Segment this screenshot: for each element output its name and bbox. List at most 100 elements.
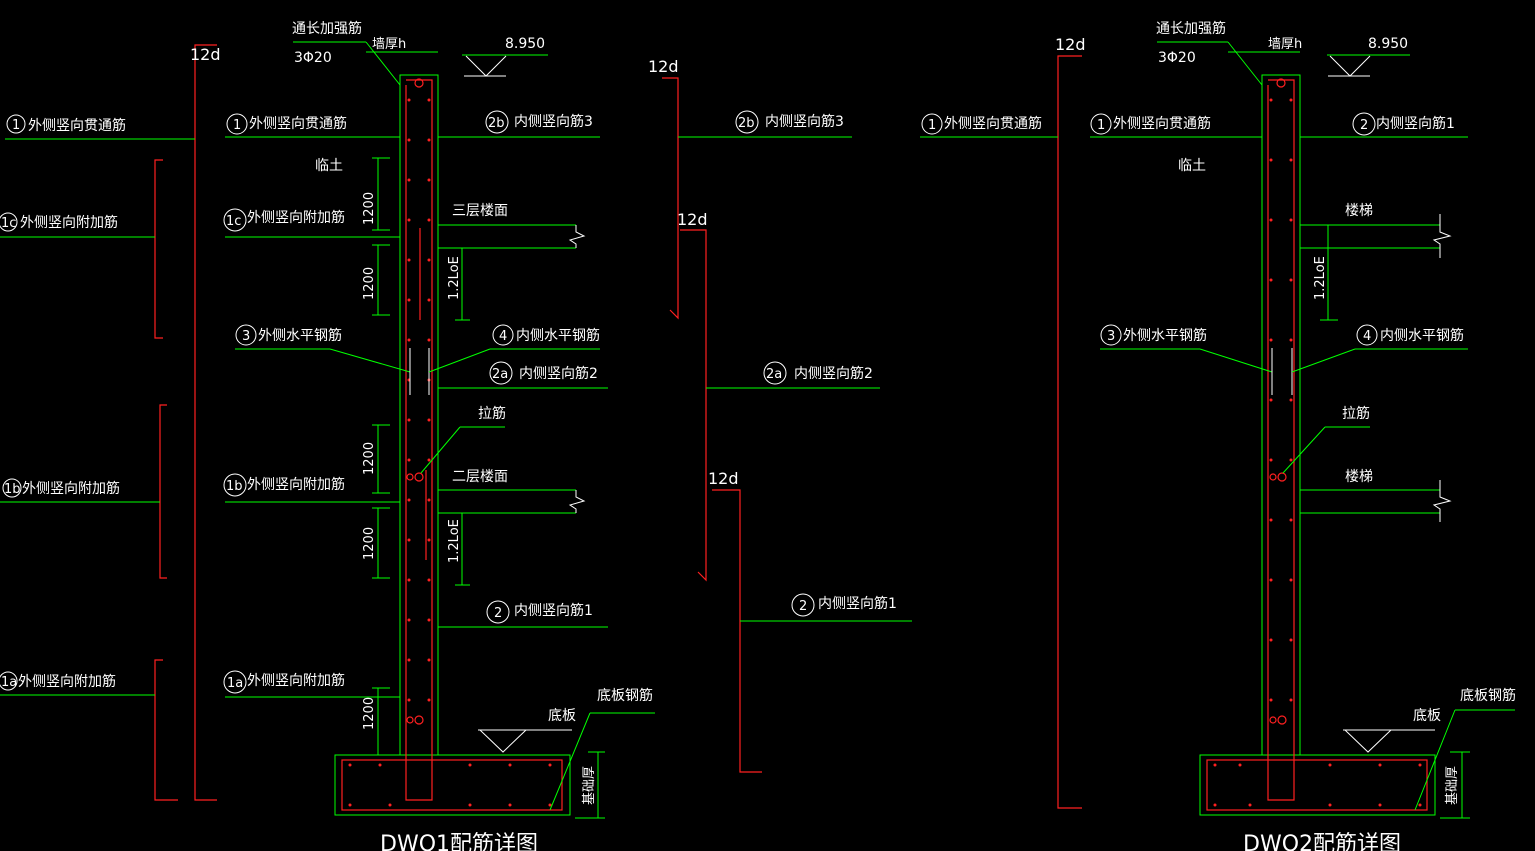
dwq2-title: DWQ2配筋详图 — [1243, 832, 1401, 851]
dwq1-base-thk: 基础厚 — [582, 766, 597, 805]
dwq2-elevation: 8.950 — [1368, 36, 1408, 52]
dwq2-top-bar-label: 通长加强筋 — [1156, 20, 1226, 37]
dwq2-lae: 1.2LoE — [1313, 256, 1328, 300]
dwq1-top-bar-label: 通长加强筋 — [292, 20, 362, 37]
dwq1-floor3: 三层楼面 — [452, 203, 508, 219]
dwq2-rebar-cage — [1267, 79, 1295, 801]
dwq1-wall-thk: 墙厚h — [372, 37, 406, 52]
dwq1-elevation: 8.950 — [505, 36, 545, 52]
dwq1-detail: 通长加强筋 3Φ20 墙厚h 8.950 1 外侧竖向贯通筋 2b 内侧竖向筋3… — [223, 20, 655, 851]
dim-12d-mid-c: 12d — [708, 469, 739, 488]
dwq2-slab-rebar: 底板钢筋 — [1460, 687, 1516, 704]
label-left-1b: 外侧竖向附加筋 — [22, 480, 120, 497]
dwq1-label-2a: 内侧竖向筋2 — [519, 365, 598, 382]
dwq2-wall-thk: 墙厚h — [1268, 37, 1302, 52]
dwq2-slab: 底板 — [1413, 708, 1441, 724]
svg-text:1a: 1a — [1, 675, 17, 690]
label-left-1: 外侧竖向贯通筋 — [28, 117, 126, 134]
svg-text:1c: 1c — [1, 216, 16, 231]
svg-text:1b: 1b — [226, 479, 243, 494]
mid-label-2b: 内侧竖向筋3 — [765, 113, 844, 130]
svg-text:2: 2 — [494, 606, 502, 621]
svg-text:2b: 2b — [488, 116, 505, 131]
svg-text:4: 4 — [499, 329, 507, 344]
dwq1-foundation — [334, 754, 571, 816]
svg-text:2a: 2a — [492, 367, 508, 382]
dwq2-stair-a: 楼梯 — [1345, 203, 1373, 219]
svg-text:1200: 1200 — [362, 697, 377, 730]
dwq2-base-thk: 基础厚 — [1445, 766, 1460, 805]
dwq2-label-1: 外侧竖向贯通筋 — [1113, 115, 1211, 132]
dwq1-label-4: 内侧水平钢筋 — [516, 327, 600, 344]
svg-text:1: 1 — [233, 118, 241, 133]
dwq2-stair-b: 楼梯 — [1345, 469, 1373, 485]
dwq2-top-bar-spec: 3Φ20 — [1158, 50, 1196, 66]
dwq2-ghost-label-1: 外侧竖向贯通筋 — [944, 115, 1042, 132]
rebar-1-ghost — [194, 44, 217, 801]
dwq2-ghost-group: 12d 1 外侧竖向贯通筋 — [920, 35, 1086, 809]
dwq1-horiz-bars — [348, 98, 552, 807]
dwq1-floor2: 二层楼面 — [452, 469, 508, 485]
rebar-1-ghost-right — [1057, 55, 1082, 809]
dwq1-top-bar-spec: 3Φ20 — [294, 50, 332, 66]
dwq2-tie: 拉筋 — [1342, 405, 1370, 422]
dwq1-rebar-cage — [405, 79, 433, 801]
dwq1-wall — [399, 74, 439, 755]
dwq2-soil: 临土 — [1178, 158, 1206, 174]
dwq1-label-2: 内侧竖向筋1 — [514, 602, 593, 619]
label-left-1a: 外侧竖向附加筋 — [18, 673, 116, 690]
svg-text:3: 3 — [242, 329, 250, 344]
dwq1-label-1c: 外侧竖向附加筋 — [247, 209, 345, 226]
dim-12d-right: 12d — [1055, 35, 1086, 54]
rebar-1a-ghost — [154, 659, 178, 801]
mid-label-2a: 内侧竖向筋2 — [794, 365, 873, 382]
dwq1-label-1b: 外侧竖向附加筋 — [247, 476, 345, 493]
dwq1-title: DWQ1配筋详图 — [380, 832, 538, 851]
svg-text:1c: 1c — [226, 214, 241, 229]
rebar-2-ghost — [712, 489, 762, 773]
dwq2-wall — [1261, 74, 1301, 755]
marker-1-left — [6, 114, 26, 134]
svg-text:4: 4 — [1363, 329, 1371, 344]
rebar-1b-ghost — [159, 404, 167, 579]
rebar-2a-ghost — [680, 229, 707, 582]
dwq1-label-1a: 外侧竖向附加筋 — [247, 672, 345, 689]
svg-text:1b: 1b — [4, 482, 21, 497]
left-ghost-group: 12d 1 外侧竖向贯通筋 1c 外侧竖向附加筋 1b 外侧竖向附加筋 1a 外… — [0, 44, 221, 801]
svg-text:3: 3 — [1107, 329, 1115, 344]
svg-text:1a: 1a — [227, 676, 243, 691]
svg-text:1200: 1200 — [362, 527, 377, 560]
rebar-2b-ghost — [662, 77, 679, 320]
dwq1-label-3: 外侧水平钢筋 — [258, 327, 342, 344]
svg-text:2b: 2b — [738, 116, 755, 131]
mid-label-2: 内侧竖向筋1 — [818, 595, 897, 612]
dwq2-label-3: 外侧水平钢筋 — [1123, 327, 1207, 344]
dwq1-label-1: 外侧竖向贯通筋 — [249, 115, 347, 132]
dwq1-slab-rebar: 底板钢筋 — [597, 687, 653, 704]
svg-text:1200: 1200 — [362, 267, 377, 300]
label-left-1c: 外侧竖向附加筋 — [20, 214, 118, 231]
dwq2-label-4: 内侧水平钢筋 — [1380, 327, 1464, 344]
dwq2-detail: 通长加强筋 3Φ20 墙厚h 8.950 1 外侧竖向贯通筋 2 内侧竖向筋1 … — [1090, 20, 1516, 851]
dwq1-slab: 底板 — [548, 708, 576, 724]
dwq1-soil: 临土 — [315, 158, 343, 174]
svg-text:1200: 1200 — [362, 442, 377, 475]
dwq1-dim-1200-a: 1200 — [362, 192, 377, 225]
dim-12d-left: 12d — [190, 45, 221, 64]
dwq2-label-2: 内侧竖向筋1 — [1376, 115, 1455, 132]
svg-text:2a: 2a — [766, 367, 782, 382]
rebar-1c-ghost — [154, 159, 163, 339]
dwq2-foundation — [1199, 754, 1436, 816]
dwq1-label-2b: 内侧竖向筋3 — [514, 113, 593, 130]
svg-text:2: 2 — [1360, 118, 1368, 133]
svg-text:1: 1 — [1097, 118, 1105, 133]
dwq2-horiz-bars — [1213, 98, 1422, 807]
svg-text:2: 2 — [799, 599, 807, 614]
svg-text:1: 1 — [12, 118, 20, 133]
dwq1-lae-a: 1.2LoE — [447, 256, 462, 300]
dim-12d-mid-a: 12d — [648, 57, 679, 76]
dwq1-tie: 拉筋 — [478, 405, 506, 422]
svg-text:1.2LoE: 1.2LoE — [447, 519, 462, 563]
dim-12d-mid-b: 12d — [677, 210, 708, 229]
